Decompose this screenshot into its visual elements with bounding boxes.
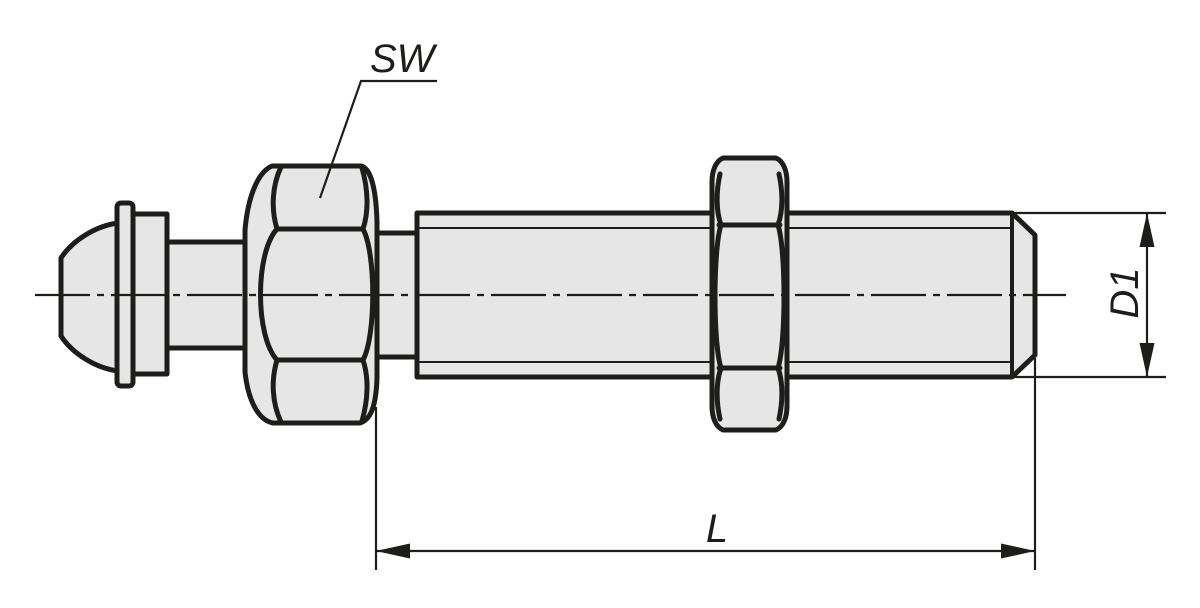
length-extension-lines — [374, 358, 1037, 570]
length-dimension: L — [374, 358, 1037, 570]
diameter-arrow-top — [1139, 213, 1155, 247]
sw-leader-line — [318, 79, 437, 199]
length-arrow-right — [1001, 543, 1035, 559]
diameter-label: D1 — [1103, 267, 1147, 318]
hex-jam-nut-facet-arcs — [712, 171, 787, 422]
diameter-extension-lines — [1014, 211, 1166, 379]
sw-callout: SW — [318, 37, 438, 199]
length-label: L — [706, 507, 728, 551]
hex-collar-nut-facet-lines — [274, 226, 366, 363]
diameter-dimension: D1 — [1014, 211, 1166, 379]
length-arrow-left — [376, 543, 410, 559]
ball-end — [58, 220, 121, 374]
sw-label: SW — [370, 37, 438, 81]
hex-jam-nut-facet-lines — [716, 222, 783, 371]
diameter-arrow-bottom — [1139, 343, 1155, 377]
